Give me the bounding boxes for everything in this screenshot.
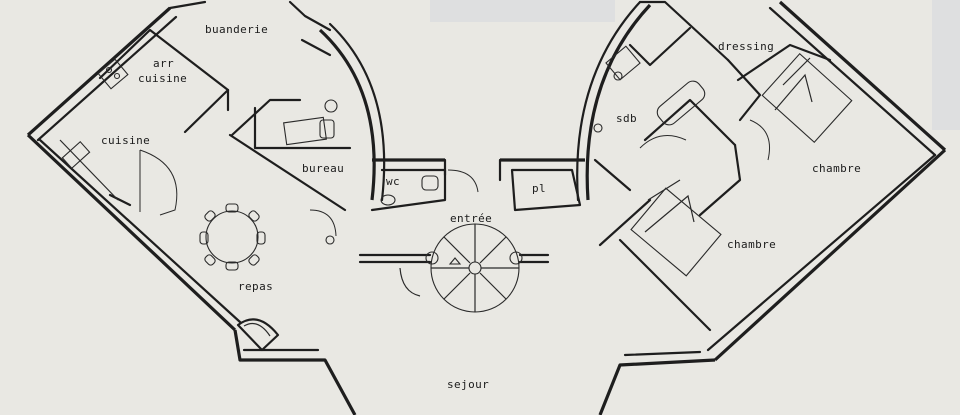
bed-chambre-top [761, 52, 853, 144]
stove [97, 58, 129, 90]
label-dressing: dressing [718, 40, 774, 53]
kitchen-fixtures [59, 58, 178, 216]
center-walls [370, 158, 585, 212]
bed-chambre-bottom [630, 179, 722, 277]
bureau-desk [283, 99, 338, 245]
left-wing-walls [26, 0, 386, 415]
sink [61, 140, 91, 170]
spiral-staircase [358, 223, 550, 313]
bathtub [656, 80, 706, 126]
label-bureau: bureau [302, 162, 344, 175]
right-wing-walls [576, 0, 947, 415]
kitchen-door-swing [139, 149, 178, 216]
label-entree: entrée [450, 212, 492, 225]
label-arr-cuisine-line2: cuisine [138, 72, 187, 85]
label-cuisine: cuisine [101, 134, 150, 147]
label-chambre-2: chambre [727, 238, 776, 251]
paper-mark [932, 0, 960, 130]
bathroom-fixtures [593, 45, 770, 161]
label-pl: pl [532, 182, 546, 195]
label-sejour: sejour [447, 378, 489, 391]
label-wc: wc [386, 175, 400, 188]
label-arr-cuisine-line1: arr [153, 57, 174, 70]
fireplace [236, 318, 280, 352]
paper-mark [430, 0, 615, 22]
dining-table [199, 203, 266, 271]
label-repas: repas [238, 280, 273, 293]
label-sdb: sdb [616, 112, 637, 125]
label-chambre-1: chambre [812, 162, 861, 175]
wc-fixtures [380, 169, 479, 206]
label-buanderie: buanderie [205, 23, 268, 36]
